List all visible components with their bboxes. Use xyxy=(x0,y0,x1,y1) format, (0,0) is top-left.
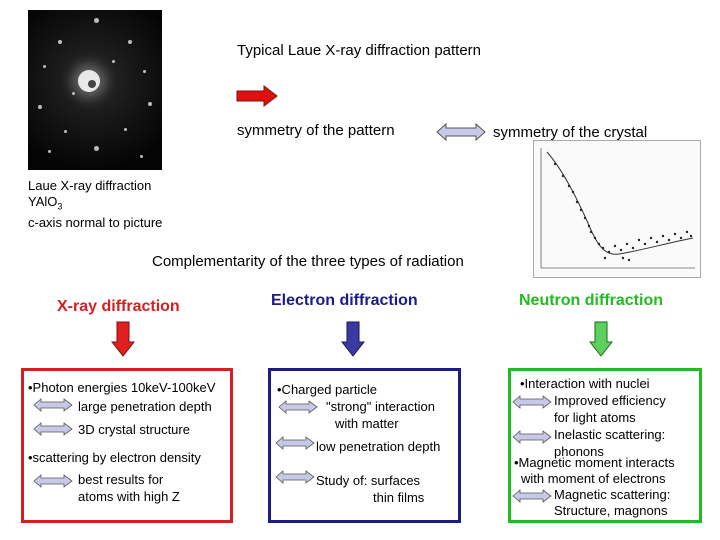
neutron-line-2: Improved efficiency xyxy=(554,393,666,408)
xray-line-5: best results for xyxy=(78,472,164,487)
xray-arrow-icon-2 xyxy=(33,422,73,436)
xray-arrow-icon-3 xyxy=(33,474,73,488)
neutron-line-1: •Interaction with nuclei xyxy=(520,376,650,391)
electron-line-5: Study of: surfaces xyxy=(316,473,421,488)
neutron-line-7: with moment of electrons xyxy=(521,471,666,486)
xray-line-2: large penetration depth xyxy=(78,399,212,414)
xray-arrow-icon-1 xyxy=(33,398,73,412)
double-arrow-icon xyxy=(436,123,486,141)
xray-column-title: X-ray diffraction xyxy=(57,298,180,315)
neutron-line-5: phonons xyxy=(554,444,604,459)
neutron-column-title: Neutron diffraction xyxy=(519,292,663,309)
caption-line-2: YAlO3 xyxy=(28,194,162,215)
electron-down-arrow-icon xyxy=(341,321,365,357)
neutron-line-4: Inelastic scattering: xyxy=(554,427,666,442)
symmetry-pattern-label: symmetry of the pattern xyxy=(237,122,395,139)
laue-caption: Laue X-ray diffraction YAlO3 c-axis norm… xyxy=(28,178,162,231)
red-right-arrow-icon xyxy=(236,85,278,107)
xray-panel xyxy=(21,368,233,523)
neutron-arrow-icon-3 xyxy=(512,489,552,503)
electron-line-2: "strong" interaction xyxy=(326,399,435,414)
neutron-line-9: Structure, magnons xyxy=(554,503,668,518)
caption-formula: YAlO xyxy=(28,194,58,209)
xray-line-3: 3D crystal structure xyxy=(78,422,190,437)
electron-line-6: thin films xyxy=(373,490,425,505)
complementarity-heading: Complementarity of the three types of ra… xyxy=(152,253,464,270)
electron-arrow-icon-2 xyxy=(275,436,315,450)
caption-line-3: c-axis normal to picture xyxy=(28,214,163,230)
xray-down-arrow-icon xyxy=(111,321,135,357)
caption-formula-subscript: 3 xyxy=(57,201,63,212)
pattern-title: Typical Laue X-ray diffraction pattern xyxy=(237,42,482,59)
xray-line-1: •Photon energies 10keV-100keV xyxy=(28,380,216,395)
symmetry-crystal-label: symmetry of the crystal xyxy=(493,124,648,141)
electron-line-1: •Charged particle xyxy=(277,382,377,397)
electron-arrow-icon-1 xyxy=(278,400,318,414)
neutron-line-3: for light atoms xyxy=(554,410,636,425)
neutron-arrow-icon-1 xyxy=(512,395,552,409)
xray-line-4: •scattering by electron density xyxy=(28,450,201,465)
neutron-down-arrow-icon xyxy=(589,321,613,357)
electron-line-3: with matter xyxy=(335,416,399,431)
laue-pattern-image xyxy=(28,10,162,170)
caption-line-1: Laue X-ray diffraction xyxy=(28,178,152,193)
neutron-line-8: Magnetic scattering: xyxy=(554,487,671,502)
scattering-data-graph-image xyxy=(533,140,701,278)
electron-arrow-icon-3 xyxy=(275,470,315,484)
xray-line-6: atoms with high Z xyxy=(78,489,180,504)
neutron-arrow-icon-2 xyxy=(512,430,552,444)
neutron-line-6: •Magnetic moment interacts xyxy=(514,455,675,470)
electron-line-4: low penetration depth xyxy=(316,439,441,454)
electron-column-title: Electron diffraction xyxy=(271,292,418,309)
